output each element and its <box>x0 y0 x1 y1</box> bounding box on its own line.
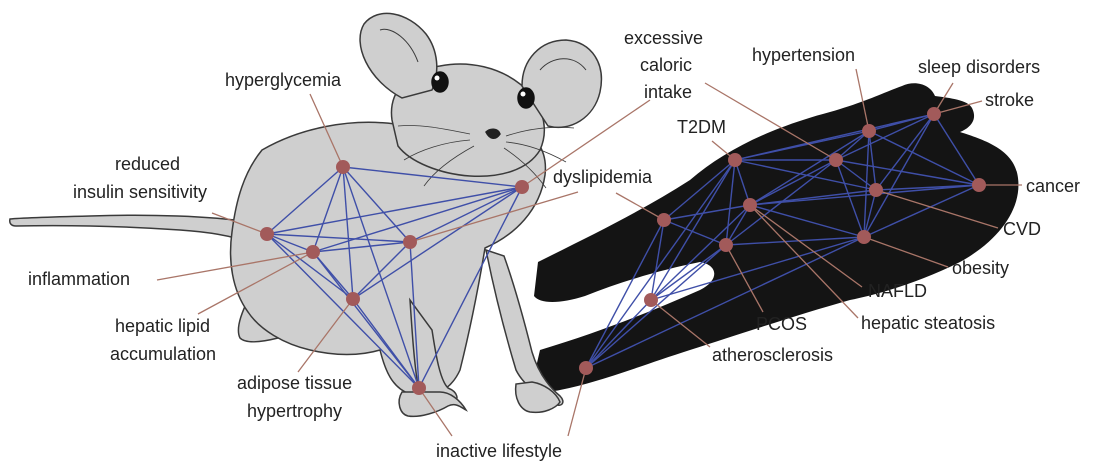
mouse-eye-glint-left <box>435 76 440 81</box>
human-node-dysl <box>657 213 671 227</box>
mouse-node-inflam <box>306 245 320 259</box>
label-intake: intake <box>644 82 692 102</box>
human-node-kn <box>829 153 843 167</box>
label-sleep-disorders: sleep disorders <box>918 57 1040 77</box>
human-node-pcos <box>719 238 733 252</box>
label-cancer: cancer <box>1026 176 1080 196</box>
label-adipose-tissue: adipose tissue <box>237 373 352 393</box>
human-node-sleep <box>927 107 941 121</box>
label-inactive-lifestyle: inactive lifestyle <box>436 441 562 461</box>
mouse-node-hyper <box>336 160 350 174</box>
label-atherosclerosis: atherosclerosis <box>712 345 833 365</box>
human-node-nafld <box>743 198 757 212</box>
human-node-t2dm <box>728 153 742 167</box>
human-node-inactive <box>579 361 593 375</box>
label-t2dm: T2DM <box>677 117 726 137</box>
label-stroke: stroke <box>985 90 1034 110</box>
label-nafld: NAFLD <box>868 281 927 301</box>
human-node-cancer <box>972 178 986 192</box>
label-hepatic-steatosis: hepatic steatosis <box>861 313 995 333</box>
label-dyslipidemia: dyslipidemia <box>553 167 653 187</box>
label-hypertension: hypertension <box>752 45 855 65</box>
mouse-left-eye <box>432 72 448 92</box>
human-node-obesity <box>857 230 871 244</box>
mouse-node-adipose <box>346 292 360 306</box>
label-cvd: CVD <box>1003 219 1041 239</box>
label-inflammation: inflammation <box>28 269 130 289</box>
mouse-node-dysl <box>403 235 417 249</box>
label-obesity: obesity <box>952 258 1009 278</box>
mouse-node-caloric <box>515 180 529 194</box>
label-pcos: PCOS <box>756 314 807 334</box>
human-node-cvd <box>869 183 883 197</box>
label-excessive: excessive <box>624 28 703 48</box>
mouse-node-insulin <box>260 227 274 241</box>
human-node-ather <box>644 293 658 307</box>
mouse-right-eye <box>518 88 534 108</box>
label-reduced: reduced <box>115 154 180 174</box>
mouse-tail <box>10 215 250 242</box>
human-node-hyper <box>862 124 876 138</box>
label-hyperglycemia: hyperglycemia <box>225 70 342 90</box>
mouse-eye-glint-right <box>521 92 526 97</box>
label-hepatic-lipid: hepatic lipid <box>115 316 210 336</box>
mouse-node-inactive <box>412 381 426 395</box>
label-insulin-sensitivity: insulin sensitivity <box>73 182 207 202</box>
label-accumulation: accumulation <box>110 344 216 364</box>
mouse-left-ear <box>360 13 437 98</box>
label-caloric: caloric <box>640 55 692 75</box>
label-hypertrophy: hypertrophy <box>247 401 342 421</box>
